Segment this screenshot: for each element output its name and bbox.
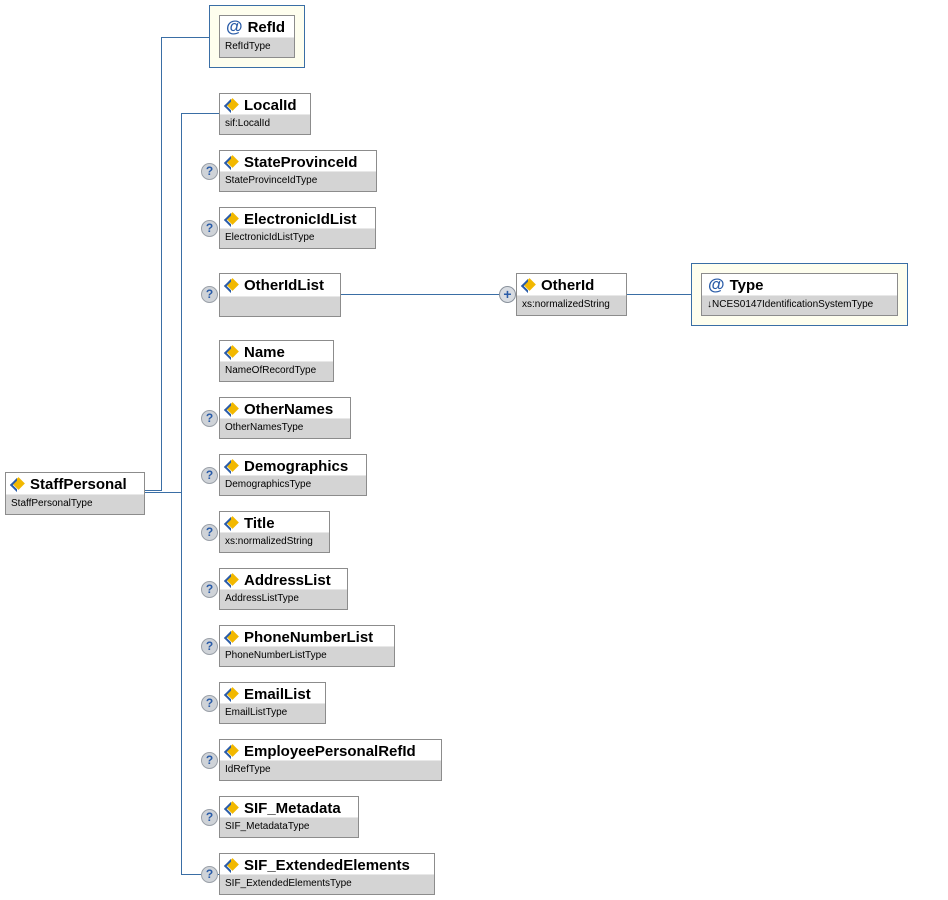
element-name: Name	[244, 343, 285, 361]
optional-icon: ?	[201, 220, 218, 237]
element-otherid[interactable]: OtherId xs:normalizedString	[516, 273, 627, 316]
connector	[144, 490, 161, 491]
connector	[144, 492, 181, 493]
attribute-type[interactable]: @Type ↓NCES0147IdentificationSystemType	[701, 273, 898, 316]
element-icon	[226, 157, 240, 167]
element-type: EmailListType	[220, 703, 325, 723]
connector	[340, 294, 507, 295]
element-name: StateProvinceId	[244, 153, 358, 171]
type-attribute-name: Type	[729, 276, 764, 294]
element-icon	[226, 280, 240, 290]
connector	[161, 37, 209, 38]
otherid-type: xs:normalizedString	[517, 295, 626, 315]
element-type: OtherNamesType	[220, 418, 350, 438]
optional-icon: ?	[201, 809, 218, 826]
element-name: Title	[244, 514, 275, 532]
optional-icon: ?	[201, 524, 218, 541]
element-type: sif:LocalId	[220, 114, 310, 134]
optional-icon: ?	[201, 866, 218, 883]
root-type: StaffPersonalType	[6, 494, 144, 514]
attribute-type: RefIdType	[220, 37, 294, 57]
connector	[161, 37, 162, 491]
element-icon	[226, 347, 240, 357]
element-icon	[523, 280, 537, 290]
connector	[181, 874, 219, 875]
optional-icon: ?	[201, 286, 218, 303]
element-icon	[226, 746, 240, 756]
attribute-name: RefId	[247, 18, 286, 36]
element-type: AddressListType	[220, 589, 347, 609]
expand-icon[interactable]: +	[499, 286, 516, 303]
element-name: OtherNames	[244, 400, 334, 418]
element-icon	[226, 860, 240, 870]
attribute-icon: @	[226, 17, 243, 36]
optional-icon: ?	[201, 410, 218, 427]
element-type: PhoneNumberListType	[220, 646, 394, 666]
element-icon	[12, 479, 26, 489]
element-icon	[226, 575, 240, 585]
element-name: EmployeePersonalRefId	[244, 742, 416, 760]
connector	[626, 294, 691, 295]
element-icon	[226, 689, 240, 699]
otherid-name: OtherId	[541, 276, 595, 294]
element-icon	[226, 518, 240, 528]
element-name: SIF_ExtendedElements	[244, 856, 410, 874]
optional-icon: ?	[201, 467, 218, 484]
element-type: IdRefType	[220, 760, 441, 780]
optional-icon: ?	[201, 163, 218, 180]
element-otheridlist[interactable]: OtherIdList	[219, 273, 341, 317]
root-element-staffpersonal[interactable]: StaffPersonal StaffPersonalType	[5, 472, 145, 515]
attribute-refid[interactable]: @RefId RefIdType	[219, 15, 295, 58]
element-name: ElectronicIdList	[244, 210, 357, 228]
element-icon	[226, 803, 240, 813]
optional-icon: ?	[201, 752, 218, 769]
element-name: PhoneNumberList	[244, 628, 374, 646]
type-attribute-type: ↓NCES0147IdentificationSystemType	[702, 295, 897, 315]
element-type: StateProvinceIdType	[220, 171, 376, 191]
element-type: DemographicsType	[220, 475, 366, 495]
element-type: ElectronicIdListType	[220, 228, 375, 248]
element-icon	[226, 404, 240, 414]
element-type: SIF_ExtendedElementsType	[220, 874, 434, 894]
element-name: EmailList	[244, 685, 311, 703]
optional-icon: ?	[201, 638, 218, 655]
element-type: xs:normalizedString	[220, 532, 329, 552]
attribute-icon: @	[708, 275, 725, 294]
element-icon	[226, 214, 240, 224]
element-name: LocalId	[244, 96, 297, 114]
element-name: Demographics	[244, 457, 349, 475]
element-type	[220, 296, 340, 316]
element-type: NameOfRecordType	[220, 361, 333, 381]
connector	[181, 113, 182, 875]
element-icon	[226, 461, 240, 471]
element-type: SIF_MetadataType	[220, 817, 358, 837]
root-name: StaffPersonal	[30, 475, 127, 493]
element-icon	[226, 632, 240, 642]
optional-icon: ?	[201, 581, 218, 598]
element-name: OtherIdList	[244, 276, 325, 294]
element-name: SIF_Metadata	[244, 799, 341, 817]
optional-icon: ?	[201, 695, 218, 712]
element-icon	[226, 100, 240, 110]
element-name: AddressList	[244, 571, 331, 589]
connector	[181, 113, 219, 114]
